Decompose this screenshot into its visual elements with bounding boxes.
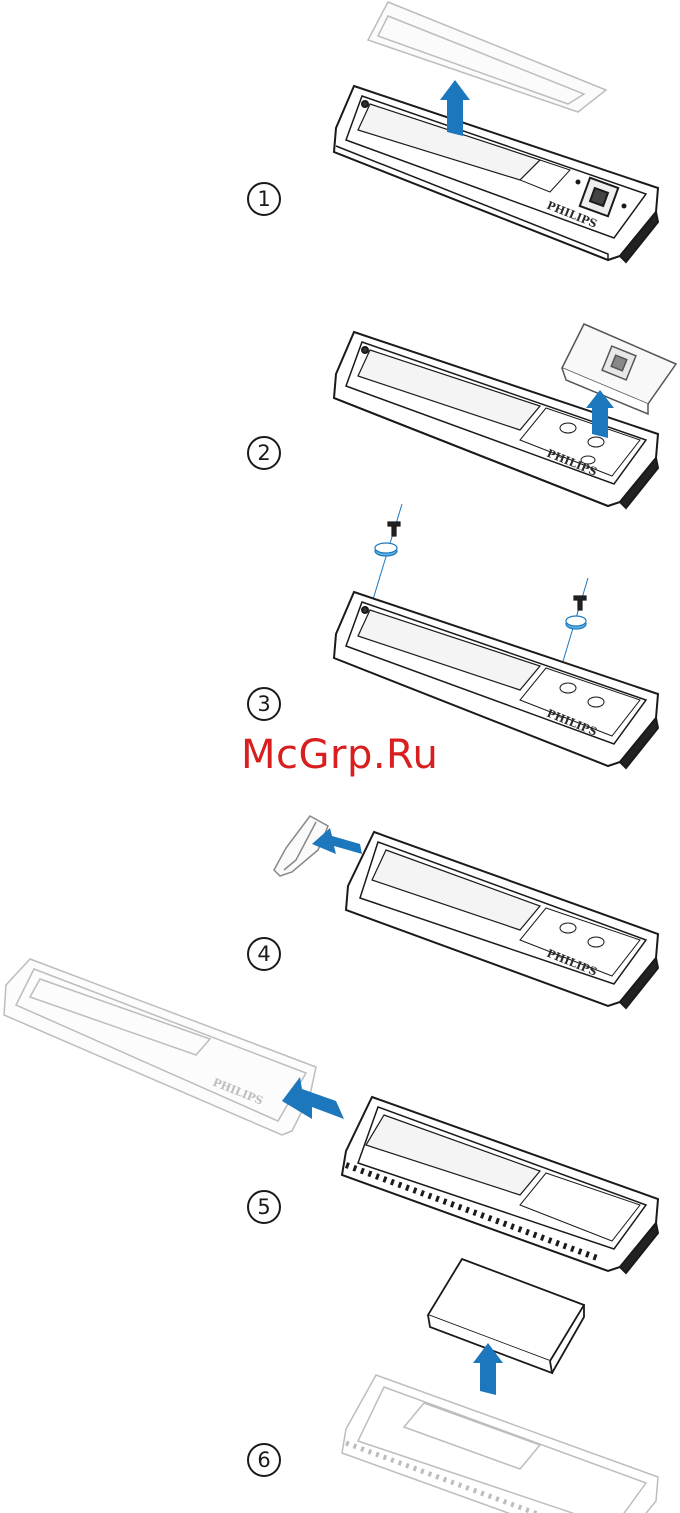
removed-cover — [368, 2, 606, 112]
step-5: PHILIPS 5 — [0, 955, 680, 1225]
step-3: PHILIPS 3 — [0, 500, 680, 740]
step-2: PHILIPS 2 — [0, 310, 680, 510]
remote-body — [334, 86, 658, 262]
step-number: 5 — [247, 1190, 281, 1224]
step-number: 1 — [247, 182, 281, 216]
step-3-illustration: PHILIPS — [0, 500, 680, 740]
step-number: 3 — [247, 687, 281, 721]
watermark: McGrp.Ru — [241, 732, 438, 778]
step-2-illustration: PHILIPS — [0, 310, 680, 510]
inner-chassis — [342, 1097, 658, 1273]
removed-keypad-cover — [562, 324, 676, 414]
battery — [428, 1259, 584, 1373]
step-6: 6 — [0, 1255, 680, 1513]
step-number: 6 — [247, 1443, 281, 1477]
step-5-illustration: PHILIPS — [0, 955, 680, 1225]
removed-outer-shell — [4, 959, 316, 1135]
chassis-outline — [342, 1375, 658, 1513]
step-6-illustration — [0, 1255, 680, 1513]
step-number: 2 — [247, 436, 281, 470]
step-1-illustration: PHILIPS — [0, 0, 680, 270]
step-1: PHILIPS 1 — [0, 0, 680, 270]
